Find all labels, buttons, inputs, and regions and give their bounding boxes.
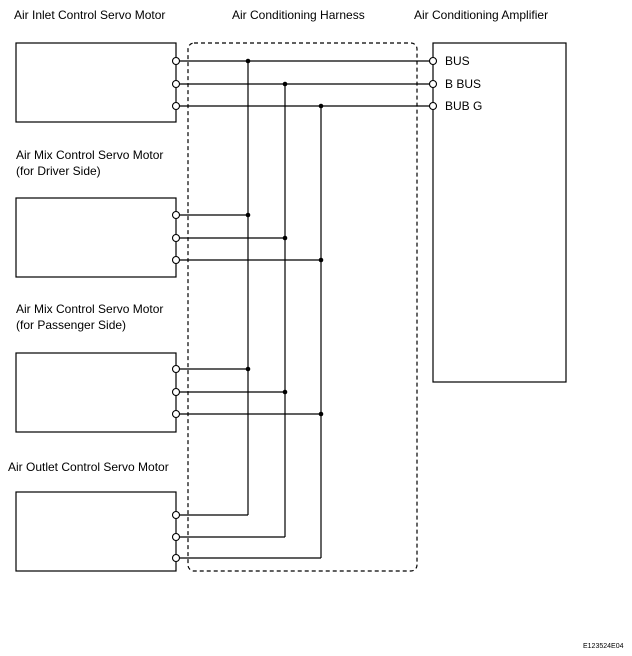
outlet-motor-box [15,491,177,572]
air-inlet-motor-label: Air Inlet Control Servo Motor [14,8,166,22]
driver-motor-box [15,197,177,278]
driver-motor-label-line2: (for Driver Side) [16,164,101,178]
amplifier-label: Air Conditioning Amplifier [414,8,549,22]
passenger-motor-label-line2: (for Passenger Side) [16,318,127,332]
harness-boundary [187,42,418,572]
terminals [171,56,438,563]
pin-label-bub-g: BUB G [445,99,483,113]
outlet-motor-label: Air Outlet Control Servo Motor [8,460,169,474]
harness-label: Air Conditioning Harness [232,8,365,22]
air-inlet-motor-box [15,42,177,123]
figure-code: E123524E04 [583,643,624,650]
junctions [245,58,324,417]
pin-label-b-bus: B BUS [445,77,482,91]
passenger-motor-box [15,352,177,433]
passenger-motor-label-line1: Air Mix Control Servo Motor [16,302,164,316]
amplifier-box [432,42,567,383]
driver-motor-label-line1: Air Mix Control Servo Motor [16,148,164,162]
pin-label-bus: BUS [445,54,470,68]
